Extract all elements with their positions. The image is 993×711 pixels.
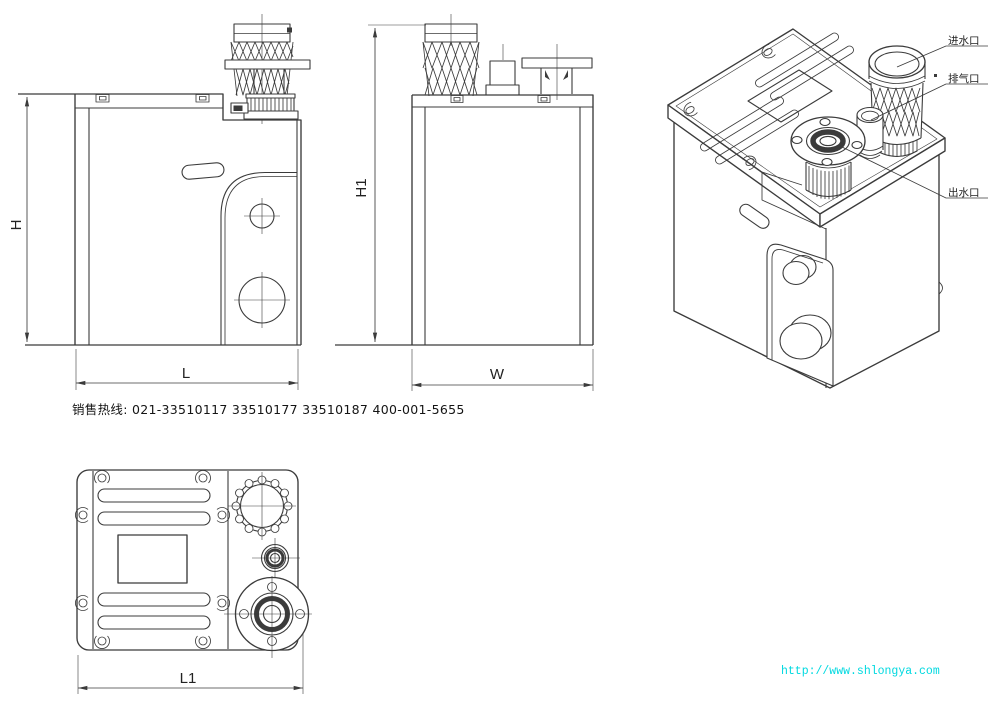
front-dim-length: L [75, 349, 299, 390]
sales-hotline-text: 销售热线: 021-33510117 33510177 33510187 400… [72, 402, 465, 417]
side-block-fitting [485, 44, 520, 96]
top-view: L1 [74, 469, 312, 694]
side-strainer [422, 14, 480, 97]
top-dim-length-label: L1 [180, 670, 197, 687]
top-vent-port [252, 538, 300, 578]
side-dim-height: H1 [353, 24, 426, 342]
iso-corner-tab [683, 101, 698, 117]
front-view: H L [8, 14, 311, 390]
front-dim-height: H [8, 97, 30, 342]
website-link[interactable]: http://www.shlongya.com [781, 665, 940, 678]
front-dim-height-label: H [8, 220, 25, 231]
inlet-label: 进水口 [948, 35, 980, 47]
top-outlet-flange [224, 576, 312, 658]
outlet-label: 出水口 [948, 186, 980, 199]
iso-corner-tab [742, 155, 757, 171]
iso-port-labels: 进水口 排气口 出水口 [839, 35, 988, 199]
iso-port-panel [766, 243, 834, 387]
side-dim-width-label: W [490, 366, 505, 383]
top-inlet-cap [228, 472, 296, 540]
front-strainer-assembly [224, 14, 311, 124]
iso-outlet-nut [805, 161, 852, 200]
top-dim-length: L1 [77, 634, 304, 694]
side-view: H1 W [335, 14, 594, 391]
front-oval-slot [181, 162, 225, 180]
iso-oval-slot [739, 203, 770, 229]
top-screw-tabs [74, 469, 231, 650]
iso-outlet-flange [790, 116, 866, 167]
side-dim-height-label: H1 [353, 178, 370, 197]
iso-corner-tab [761, 43, 776, 59]
side-t-fitting [521, 44, 593, 100]
vent-label: 排气口 [948, 72, 980, 85]
isometric-view: 进水口 排气口 出水口 [667, 28, 988, 389]
side-dim-width: W [411, 349, 594, 391]
front-dim-length-label: L [182, 365, 190, 382]
